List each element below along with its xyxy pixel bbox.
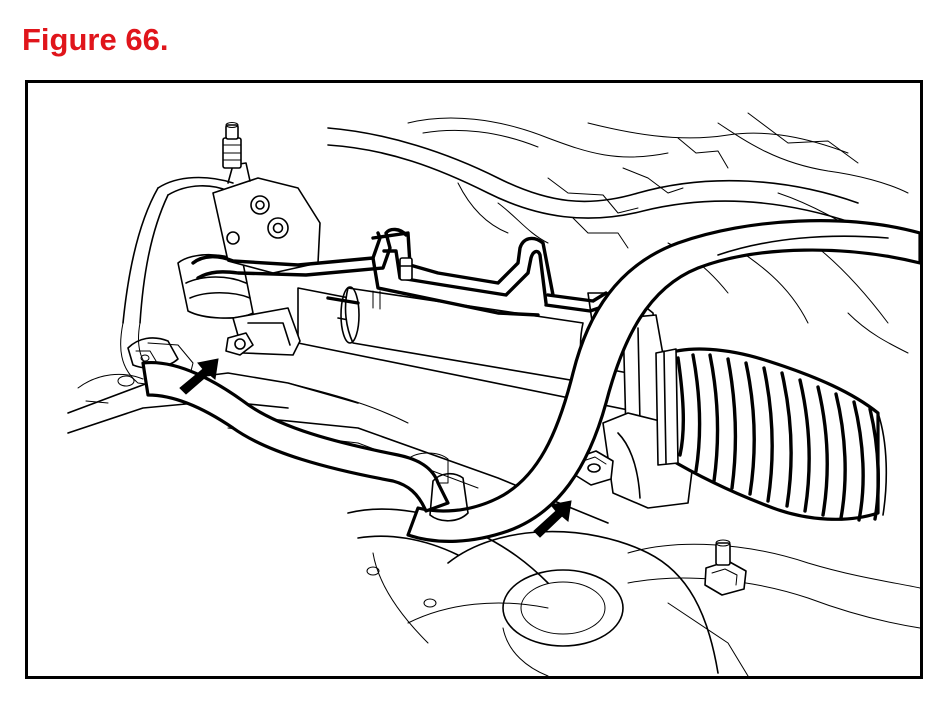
lower-right-nut (704, 539, 747, 596)
foreground-hose (406, 219, 920, 543)
callout-arrow-left (179, 358, 219, 395)
steering-rack-illustration (67, 112, 920, 676)
control-valve-body (212, 122, 321, 274)
stabilizer-bar (141, 360, 469, 522)
left-mount-bracket (225, 307, 301, 356)
figure-title: Figure 66. (22, 22, 169, 57)
rack-boot (655, 347, 888, 522)
illustration-frame (25, 80, 923, 679)
hydraulic-lines (191, 227, 610, 317)
callout-arrow-right (533, 500, 572, 538)
